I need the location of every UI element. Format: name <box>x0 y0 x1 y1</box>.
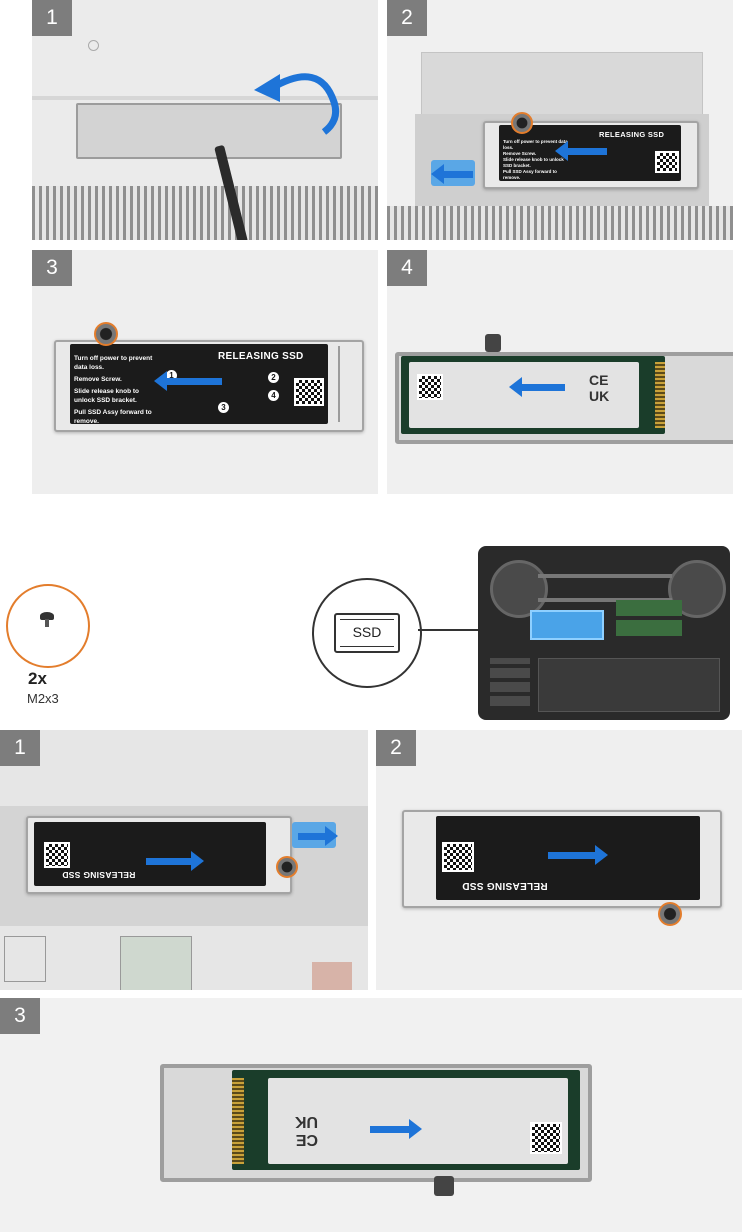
label-title: RELEASING SSD <box>462 880 548 891</box>
step-number: 1 <box>0 730 40 766</box>
screw-quantity: 2x <box>28 669 47 688</box>
memory-module <box>616 620 682 636</box>
ssd-door[interactable] <box>76 103 342 159</box>
step-number: 1 <box>32 0 72 36</box>
removal-step-2-panel: 2 RELEASING SSD Turn off power to preven… <box>387 0 733 240</box>
ssd-highlight <box>530 610 604 640</box>
qr-code <box>655 151 679 173</box>
screw-icon[interactable] <box>94 322 118 346</box>
ssd-icon: SSD <box>334 613 400 653</box>
step-number: 3 <box>32 250 72 286</box>
screw-type: M2x3 <box>27 691 59 706</box>
vent-grille <box>387 206 733 240</box>
laptop-bottom-view <box>478 546 730 720</box>
rotate-arrow-icon <box>254 73 340 135</box>
slide-arrow-icon <box>555 141 607 161</box>
qr-code <box>417 374 443 400</box>
screw-callout-circle <box>6 584 90 668</box>
qr-code <box>44 842 70 868</box>
removal-step-1-panel: 1 <box>32 0 378 240</box>
step-number: 3 <box>0 998 40 1034</box>
bracket-tail <box>338 346 356 422</box>
qr-code <box>442 842 474 872</box>
screw-shank <box>45 619 49 627</box>
removal-step-3-panel: 3 RELEASING SSD Turn off power to preven… <box>32 250 378 494</box>
ssd-icon-line <box>340 619 394 620</box>
label-title: RELEASING SSD <box>599 130 665 139</box>
thermal-label: RELEASING SSD <box>34 822 266 886</box>
vent-grille <box>32 186 378 240</box>
chassis-lid-recess <box>421 52 703 118</box>
ssd-locator-circle: SSD <box>312 578 422 688</box>
leader-line <box>418 629 528 631</box>
copper-pad <box>312 962 352 990</box>
bracket-screw-post <box>485 334 501 352</box>
memory-module <box>616 600 682 616</box>
step-number: 4 <box>387 250 427 286</box>
ssd-icon-text: SSD <box>352 624 382 640</box>
callout-number: 1 <box>166 370 177 381</box>
ssd-icon-line <box>340 646 394 647</box>
door-hinge-strip <box>32 96 378 100</box>
callout-number: 2 <box>268 372 279 383</box>
label-title: RELEASING SSD <box>62 870 136 880</box>
label-title: RELEASING SSD <box>218 351 304 362</box>
ssd-connector <box>655 362 665 428</box>
knob-arrow-icon <box>298 826 338 846</box>
heatpipe <box>538 574 672 602</box>
chassis-screw-hole <box>88 40 99 51</box>
callout-number: 3 <box>218 402 229 413</box>
pull-arrow-icon <box>509 377 565 397</box>
bracket-screw-post <box>434 1176 454 1196</box>
step-number: 2 <box>376 730 416 766</box>
qr-code <box>294 378 324 406</box>
slide-arrow-icon <box>154 371 222 391</box>
pad-grid <box>490 658 530 706</box>
label-instructions: Turn off power to prevent data loss. Rem… <box>74 355 153 424</box>
step-number: 2 <box>387 0 427 36</box>
label-instructions: Turn off power to prevent data loss. Rem… <box>503 139 568 180</box>
slide-arrow-icon <box>146 851 204 871</box>
screw-icon[interactable] <box>658 902 682 926</box>
ssd-connector <box>232 1078 244 1164</box>
wlan-card <box>120 936 192 990</box>
callout-number: 4 <box>268 390 279 401</box>
install-step-2-panel: 2 RELEASING SSD <box>376 730 742 990</box>
install-step-1-panel: 1 RELEASING SSD <box>0 730 368 990</box>
knob-arrow-icon <box>431 164 473 184</box>
insert-arrow-icon <box>370 1119 422 1139</box>
sim-slot <box>4 936 46 982</box>
qr-code <box>530 1122 562 1154</box>
slide-arrow-icon <box>548 845 608 865</box>
battery <box>538 658 720 712</box>
fan-left <box>490 560 548 618</box>
screw-icon[interactable] <box>276 856 298 878</box>
screw-icon <box>40 612 54 620</box>
screw-icon[interactable] <box>511 112 533 134</box>
